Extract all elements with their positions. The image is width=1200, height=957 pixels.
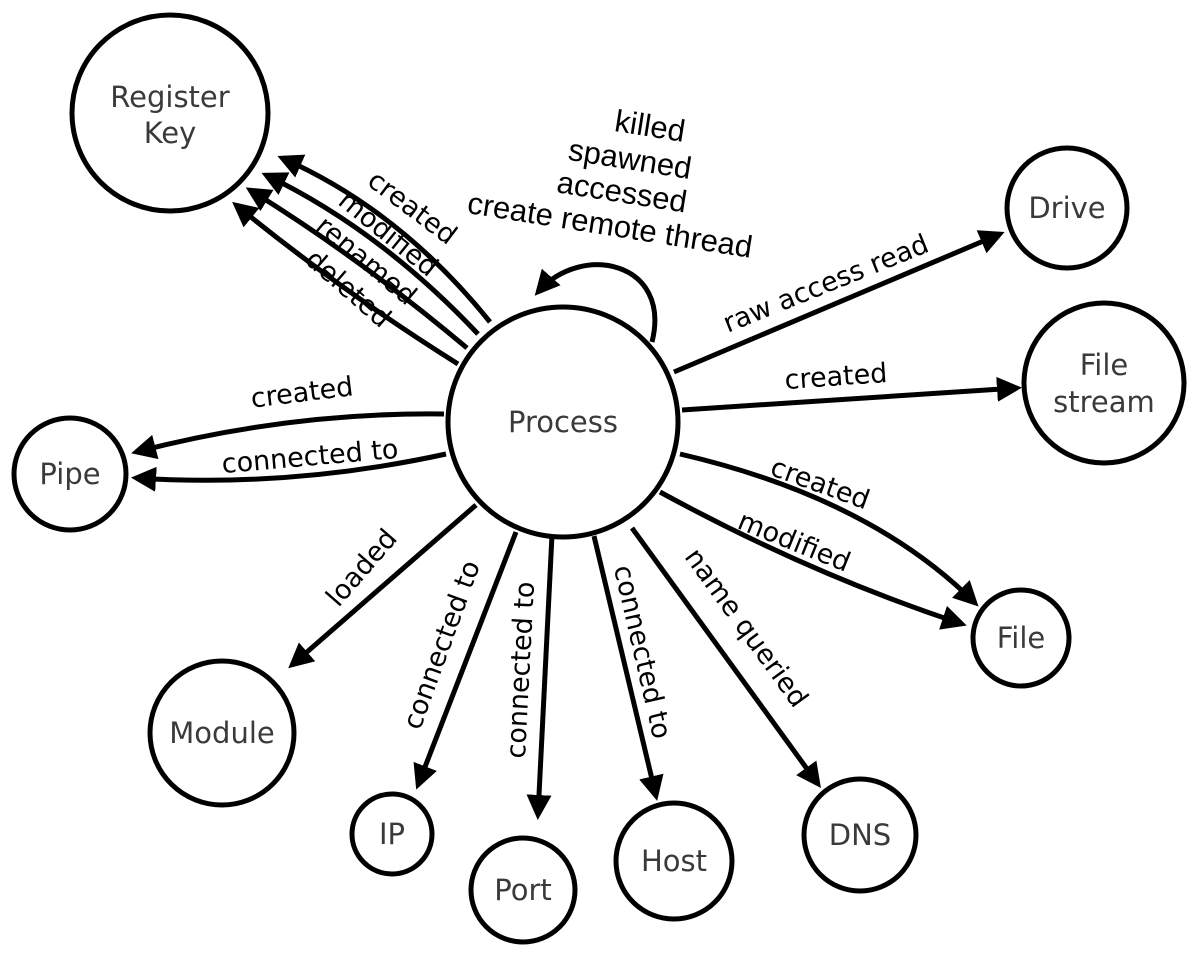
node-label-host: Host: [641, 844, 707, 878]
edge-label-file-stream: created: [784, 358, 889, 396]
node-register-key: Register Key: [69, 12, 271, 214]
edge-pipe-connected-to: [131, 451, 447, 492]
edge-ip: [413, 531, 519, 790]
node-port: Port: [468, 835, 578, 945]
node-ip: IP: [349, 791, 435, 877]
node-label-file: File: [997, 621, 1046, 655]
edge-host: [591, 535, 664, 801]
nodes: Process Register Key Drive File stream P…: [11, 12, 1187, 945]
node-drive: Drive: [1004, 145, 1130, 271]
node-label-port: Port: [494, 873, 552, 907]
node-label-process: Process: [508, 405, 618, 439]
edge-drive: [673, 230, 1005, 375]
edges: [131, 154, 1022, 820]
node-dns: DNS: [801, 776, 919, 894]
edge-label-file-modified: modified: [733, 505, 854, 578]
edge-label-module: loaded: [320, 523, 403, 612]
edge-file-created: [679, 451, 979, 607]
edge-dns: [629, 526, 821, 789]
edge-label-host: connected to: [607, 562, 677, 742]
node-pipe: Pipe: [11, 415, 129, 533]
node-label-ip: IP: [379, 817, 405, 851]
edge-label-port: connected to: [501, 581, 541, 759]
edge-file-stream: [681, 376, 1022, 413]
node-file: File: [970, 587, 1072, 689]
edge-self-loop: [534, 262, 658, 343]
edge-pipe-created: [131, 411, 445, 460]
edge-port: [526, 534, 555, 820]
node-label-drive: Drive: [1028, 191, 1105, 225]
edge-register-key-renamed: [245, 187, 469, 350]
edge-register-key-modified: [261, 172, 480, 336]
node-label-pipe: Pipe: [39, 457, 100, 491]
node-label-dns: DNS: [829, 818, 891, 852]
node-label-file-stream-line1: File: [1080, 348, 1129, 382]
edge-register-key-deleted: [232, 201, 460, 367]
node-host: Host: [613, 800, 735, 922]
node-label-register-key-line2: Key: [144, 116, 197, 150]
edge-register-key-created: [277, 154, 492, 324]
node-label-module: Module: [169, 716, 274, 750]
edge-label-pipe-created: created: [249, 371, 355, 414]
node-label-file-stream-line2: stream: [1053, 385, 1155, 419]
node-module: Module: [147, 658, 297, 808]
node-process: Process: [445, 304, 681, 540]
node-file-stream: File stream: [1021, 300, 1187, 466]
edge-label-file-created: created: [766, 452, 873, 516]
node-label-register-key-line1: Register: [110, 80, 229, 114]
edge-file-modified: [658, 489, 967, 630]
edge-module: [288, 503, 478, 669]
